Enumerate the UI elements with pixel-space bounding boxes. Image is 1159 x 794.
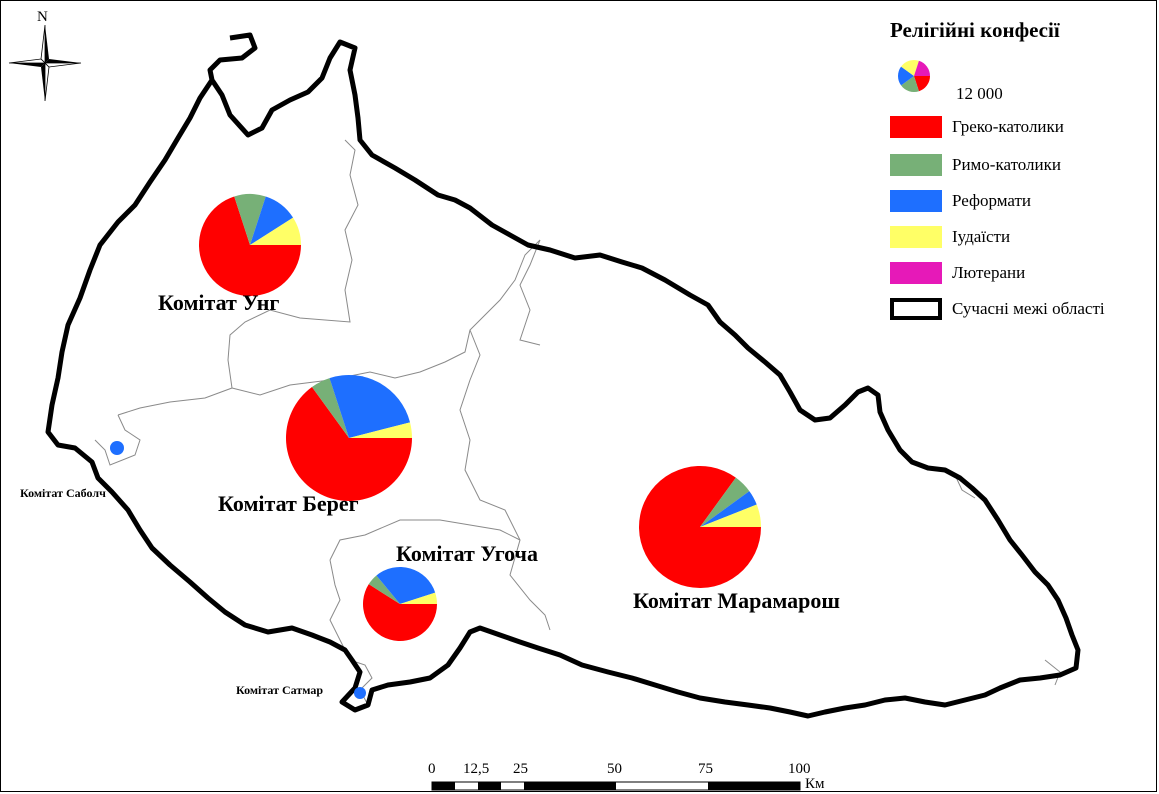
- legend-title: Релігійні конфесії: [890, 18, 1060, 42]
- legend-swatch: [890, 154, 942, 176]
- pie-region-3: [639, 466, 761, 588]
- pie-region-5: [354, 687, 366, 699]
- pie-region-3-slice-jewish: [700, 504, 761, 527]
- region-label-bereg: Комітат Берег: [218, 491, 359, 516]
- pie-region-0-slice-roman: [234, 194, 266, 245]
- pie-region-0-slice-greek: [199, 196, 301, 296]
- legend-sample-pie-slice-luth: [914, 60, 930, 76]
- legend-sample-pie-slice-greek: [914, 76, 930, 92]
- scale-tick-0: 0: [428, 761, 436, 777]
- legend-sample-pie-slice-reform: [898, 66, 914, 86]
- region-label-ung: Комітат Унг: [158, 290, 279, 315]
- pie-region-1-slice-reform: [329, 375, 411, 438]
- pie-region-2: [362, 567, 437, 641]
- scale-tick-2: 25: [513, 761, 528, 777]
- scale-tick-3: 50: [607, 761, 622, 777]
- legend-item-judaists: Іудаїсти: [890, 226, 1145, 250]
- pie-region-1-slice-greek: [286, 387, 412, 501]
- pie-region-5-slice-reform: [354, 687, 366, 699]
- pie-region-0-slice-reform: [250, 196, 294, 245]
- pie-region-0: [199, 194, 301, 296]
- pie-region-2-slice-greek: [362, 584, 437, 641]
- region-label-maramarosh: Комітат Марамарош: [633, 588, 840, 613]
- legend-item-label: Греко-католики: [952, 117, 1064, 136]
- scale-tick-4: 75: [698, 761, 713, 777]
- compass-north-label: N: [37, 9, 48, 25]
- legend: Релігійні конфесії 12 000 Греко-католики…: [882, 14, 1144, 334]
- pie-region-2-slice-reform: [376, 567, 436, 604]
- legend-size-pie-icon: [898, 60, 930, 92]
- pie-region-3-slice-reform: [700, 491, 757, 527]
- legend-sample-pie-slice-jewish: [901, 60, 919, 76]
- region-label-sabolch: Комітат Саболч: [20, 486, 106, 500]
- legend-swatch: [890, 116, 942, 138]
- scale-unit: Км: [805, 776, 825, 792]
- oblast-boundary: [45, 32, 1081, 719]
- legend-swatch: [890, 226, 942, 248]
- region-label-satmar: Комітат Сатмар: [236, 683, 323, 697]
- legend-item-label: Римо-католики: [952, 155, 1061, 174]
- pie-region-1: [286, 375, 412, 501]
- county-borders: [94, 139, 1061, 706]
- pie-charts: [110, 194, 761, 699]
- region-label-ugocha: Комітат Угоча: [396, 541, 538, 566]
- legend-sample-pie-slice-roman: [901, 76, 919, 92]
- legend-item-greek-catholics: Греко-католики: [890, 116, 1145, 140]
- compass-rose-icon: [8, 24, 82, 102]
- pie-region-2-slice-jewish: [400, 592, 437, 604]
- pie-region-0-slice-jewish: [250, 217, 301, 245]
- legend-item-label: Лютерани: [952, 263, 1026, 282]
- scale-tick-5: 100: [788, 761, 811, 777]
- pie-region-1-slice-roman: [311, 378, 349, 438]
- pie-region-4: [110, 441, 124, 455]
- legend-item-label: Реформати: [952, 191, 1032, 210]
- legend-item-label: Сучасні межі області: [952, 299, 1105, 318]
- pie-region-4-slice-reform: [110, 441, 124, 455]
- scale-tick-1: 12,5: [463, 761, 490, 777]
- pie-region-1-slice-jewish: [349, 422, 412, 438]
- legend-item-label: Іудаїсти: [952, 227, 1011, 246]
- legend-swatch: [890, 262, 942, 284]
- pie-region-3-slice-roman: [700, 477, 750, 527]
- legend-item-reformed: Реформати: [890, 190, 1145, 214]
- legend-swatch: [890, 190, 942, 212]
- legend-item-roman-catholics: Римо-католики: [890, 154, 1145, 178]
- legend-item-lutherans: Лютерани: [890, 262, 1145, 286]
- legend-item-oblast-boundary: Сучасні межі області: [890, 298, 1145, 322]
- legend-swatch: [890, 298, 942, 320]
- legend-size-value: 12 000: [956, 84, 1003, 103]
- scale-bar: [431, 781, 801, 791]
- pie-region-2-slice-roman: [368, 575, 400, 604]
